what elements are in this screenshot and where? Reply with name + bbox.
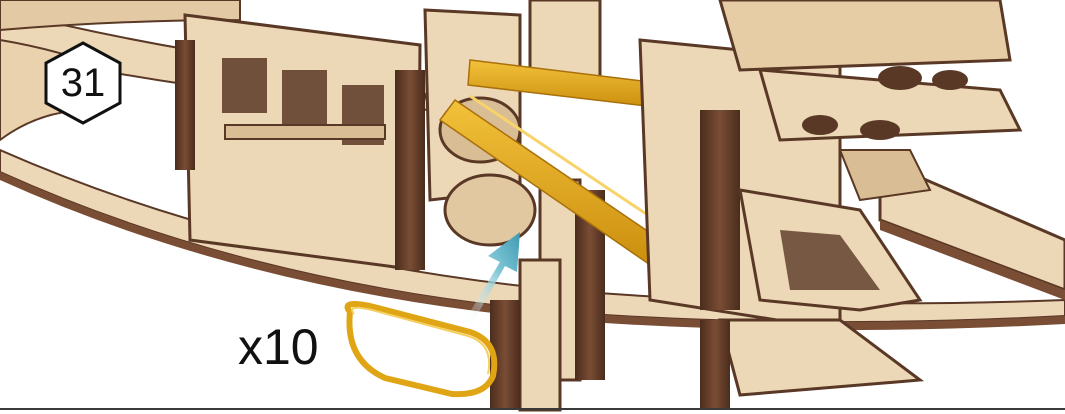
step-number-badge: 31 [40, 40, 126, 126]
frame-module [175, 15, 425, 270]
bottom-divider [0, 408, 1065, 410]
part-quantity: x10 [238, 322, 319, 372]
right-mechanism [640, 0, 1065, 410]
step-number: 31 [40, 40, 126, 126]
